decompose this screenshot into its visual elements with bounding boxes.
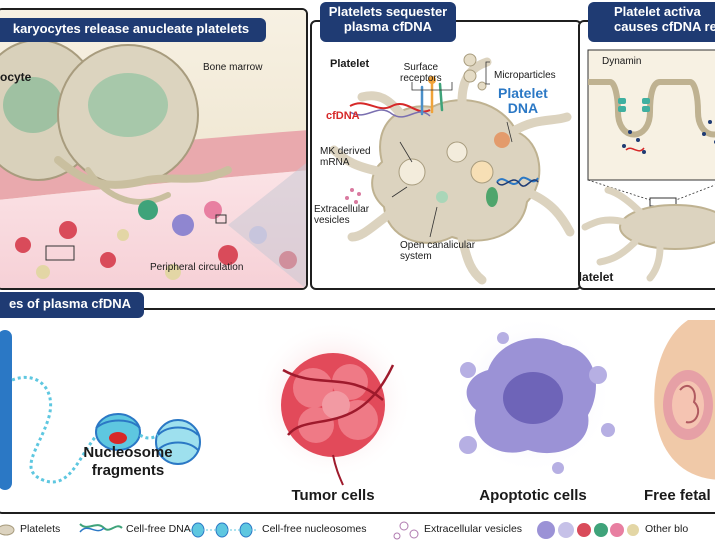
tumor-cells-label: Tumor cells [291, 487, 375, 504]
platelet-label: Platelet [330, 58, 370, 70]
cfdna-label: cfDNA [326, 110, 360, 122]
legend-other: Other blo [645, 523, 689, 535]
nucleosome-legend-icon [186, 522, 258, 538]
platelet-dna-helix [496, 176, 539, 185]
platelet-legend-icon [0, 524, 15, 536]
pregnancy-illustration [654, 320, 715, 480]
activated-platelet-label: Activated platelet [578, 270, 614, 284]
dynamin-label: Dynamin [602, 56, 642, 67]
surface-receptors-label: Surface receptors [400, 62, 442, 84]
free-fetal-label: Free fetal [644, 487, 711, 504]
legend-cfdna: Cell-free DNA [126, 523, 191, 535]
apoptotic-cell [459, 332, 615, 474]
extracellular-vesicles-label: Extracellular vesicles [314, 204, 370, 226]
blood-cells-legend-icon [537, 521, 639, 539]
panel-c-title: Platelet activa causes cfDNA re [588, 2, 715, 42]
activated-platelet-illustration [581, 49, 715, 282]
legend-icons [0, 521, 639, 540]
bone-marrow-label: Bone marrow [203, 62, 263, 73]
cfdna-strand [349, 102, 431, 113]
panel-platelet-activation: Dynamin Activated platelet [578, 20, 715, 290]
ev-legend-icon [393, 521, 419, 540]
panel-b-title: Platelets sequester plasma cfDNA [320, 2, 456, 42]
tumor-cell-cluster [281, 353, 395, 486]
legend-ev: Extracellular vesicles [424, 523, 523, 535]
nucleosome [95, 413, 141, 451]
panel-platelet-sequester: Platelet Surface receptors Microparticle… [310, 20, 582, 290]
platelet-illustration [329, 53, 575, 285]
legend: Platelets Cell-free DNA Cell-free nucleo… [0, 514, 715, 550]
apoptotic-cells-label: Apoptotic cells [479, 487, 587, 504]
nucleosome-fragments-label: Nucleosome fragments [83, 444, 173, 479]
legend-nucleosomes: Cell-free nucleosomes [262, 523, 367, 535]
panel-sources-cfdna: Nucleosome fragments Tumor cells Apoptot… [0, 308, 715, 514]
nucleosome [155, 419, 201, 465]
sources-illustration [0, 315, 715, 490]
open-canalicular-system-label: Open canalicular system [400, 240, 476, 262]
panel-d-title: es of plasma cfDNA [0, 292, 144, 318]
panel-megakaryocytes: ocyte Bone marrow Peripheral circulation [0, 8, 308, 290]
microparticles-label: Microparticles [494, 70, 556, 81]
cell-label: ocyte [0, 70, 32, 84]
panel-a-title: karyocytes release anucleate platelets [0, 18, 266, 42]
bone-marrow-illustration [0, 10, 306, 288]
legend-platelets: Platelets [20, 523, 61, 535]
peripheral-circulation-label: Peripheral circulation [150, 262, 244, 273]
platelet-dna-label: Platelet DNA [498, 85, 548, 116]
mk-derived-mrna-label: MK derived mRNA [320, 146, 371, 168]
